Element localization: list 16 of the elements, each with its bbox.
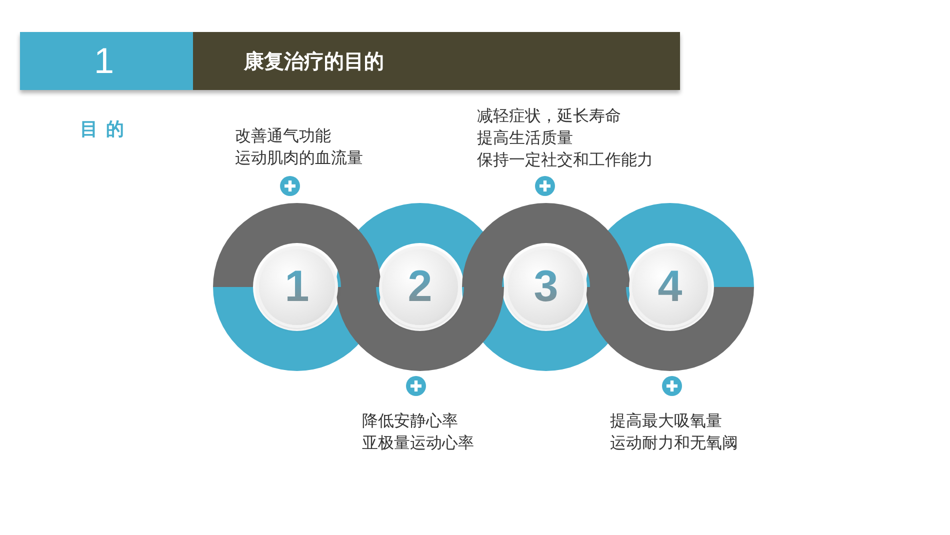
description-text: 降低安静心率 bbox=[362, 410, 458, 432]
description-text: 亚极量运动心率 bbox=[362, 432, 474, 454]
description-text: 保持一定社交和工作能力 bbox=[477, 149, 653, 171]
section-number: 1 bbox=[94, 40, 114, 82]
number-circle bbox=[508, 249, 584, 325]
description-text: 运动肌肉的血流量 bbox=[235, 147, 363, 169]
description-text: 运动耐力和无氧阈 bbox=[610, 432, 738, 454]
description-text: 改善通气功能 bbox=[235, 125, 331, 147]
section-heading: 目的 bbox=[80, 118, 132, 141]
description-text: 减轻症状，延长寿命 bbox=[477, 105, 621, 127]
number-circle bbox=[259, 249, 335, 325]
description-text: 提高生活质量 bbox=[477, 127, 573, 149]
slide-title: 康复治疗的目的 bbox=[244, 48, 384, 75]
number-circle bbox=[632, 249, 708, 325]
description-text: 提高最大吸氧量 bbox=[610, 410, 722, 432]
number-circle bbox=[382, 249, 458, 325]
